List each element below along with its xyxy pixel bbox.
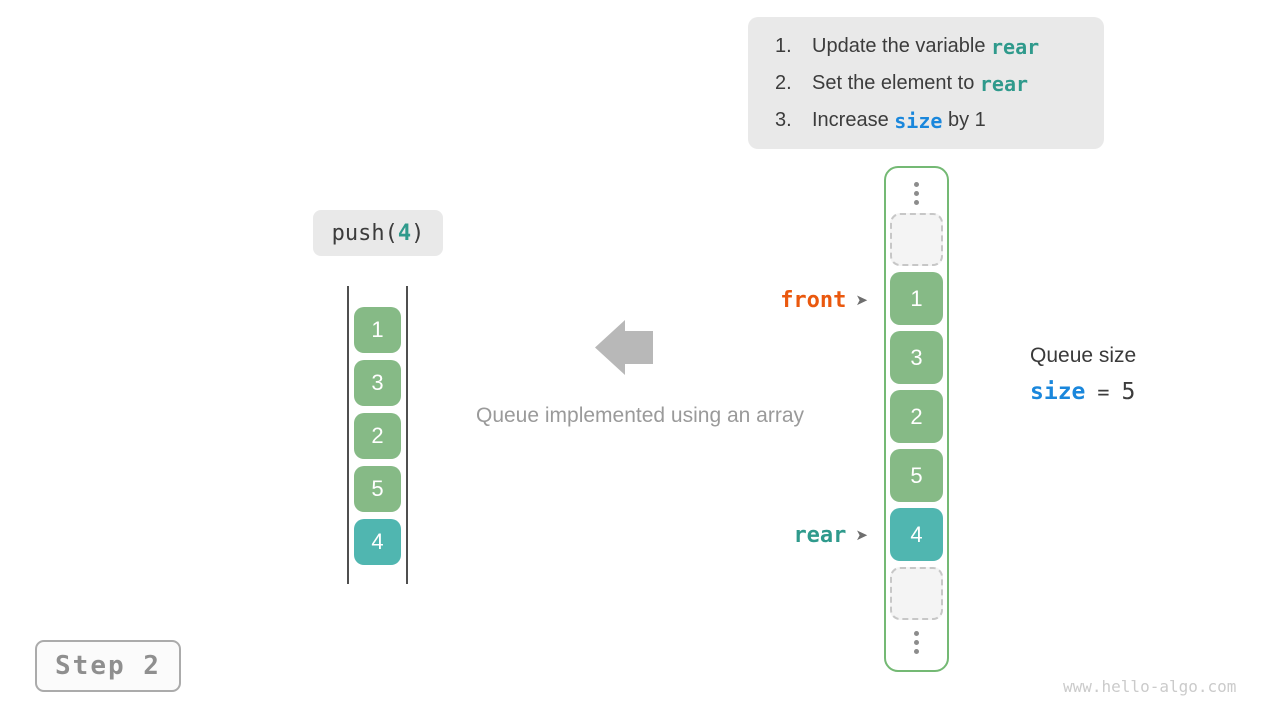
array-cell-empty (890, 567, 943, 620)
step-badge: Step 2 (35, 640, 181, 692)
queue-item: 2 (354, 413, 401, 459)
operation-label: push(4) (313, 210, 443, 256)
queue-item: 5 (354, 466, 401, 512)
queue-size-block: Queue size size = 5 (1030, 344, 1136, 405)
array-cell-empty (890, 213, 943, 266)
dot (914, 182, 919, 187)
instruction-text: Update the variable (812, 35, 992, 57)
operation-suffix: ) (411, 220, 425, 246)
vertical-ellipsis-icon (886, 631, 947, 654)
dot (914, 200, 919, 205)
operation-prefix: push( (331, 220, 398, 246)
queue-item: 1 (354, 307, 401, 353)
watermark: www.hello-algo.com (1063, 677, 1237, 696)
rear-label: rear (793, 522, 847, 548)
queue-rail-right (406, 286, 408, 584)
diagram-caption: Queue implemented using an array (475, 404, 805, 427)
queue-item-new: 4 (354, 519, 401, 565)
size-value: 5 (1121, 379, 1136, 405)
instruction-number: 3. (775, 109, 792, 131)
code-token-size: size (894, 108, 943, 133)
size-variable: size (1030, 379, 1086, 405)
queue-size-title: Queue size (1030, 344, 1137, 367)
dot (914, 649, 919, 654)
queue-rail-left (347, 286, 349, 584)
instruction-text: Increase (812, 109, 895, 131)
front-label: front (780, 287, 847, 313)
vertical-ellipsis-icon (886, 182, 947, 205)
instruction-text: Set the element to (812, 72, 980, 94)
code-token-rear: rear (979, 71, 1029, 96)
array-cell-new: 4 (890, 508, 943, 561)
array-cell: 5 (890, 449, 943, 502)
dot (914, 640, 919, 645)
instruction-step-2: 2. Set the element to rear (775, 65, 1104, 102)
rear-pointer: rear ➤ (758, 521, 868, 549)
array-cell: 1 (890, 272, 943, 325)
dot (914, 191, 919, 196)
operation-argument: 4 (397, 220, 412, 246)
dot (914, 631, 919, 636)
instruction-text-suffix: by 1 (942, 109, 986, 131)
instruction-panel: 1. Update the variable rear 2. Set the e… (748, 17, 1104, 149)
array-cell: 3 (890, 331, 943, 384)
instruction-step-3: 3. Increase size by 1 (775, 102, 1104, 139)
pointer-arrow-icon: ➤ (855, 526, 868, 544)
front-pointer: front ➤ (758, 286, 868, 314)
left-arrow-icon (595, 320, 653, 375)
instruction-number: 1. (775, 35, 792, 57)
queue-item: 3 (354, 360, 401, 406)
array-container: 1 3 2 5 4 (884, 166, 949, 672)
code-token-rear: rear (991, 34, 1040, 59)
instruction-step-1: 1. Update the variable rear (775, 28, 1104, 65)
queue-size-value-line: size = 5 (1030, 379, 1136, 405)
pointer-arrow-icon: ➤ (855, 291, 868, 309)
abstract-queue: 1 3 2 5 4 (347, 286, 408, 584)
equals-sign: = (1097, 380, 1110, 404)
instruction-number: 2. (775, 72, 792, 94)
array-cell: 2 (890, 390, 943, 443)
